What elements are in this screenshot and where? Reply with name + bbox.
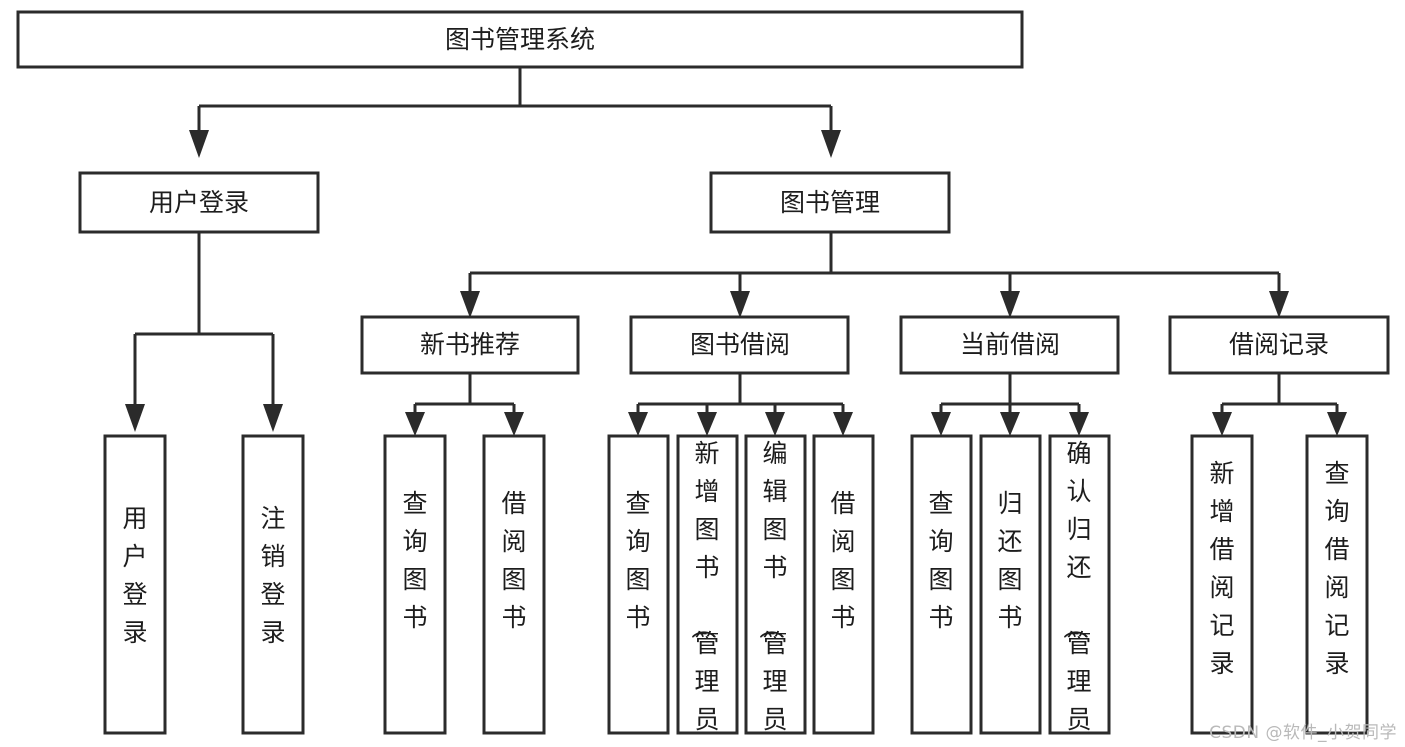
connector-group-user-login <box>125 232 283 432</box>
leaf-node[interactable]: 编辑图书（管理员） <box>744 434 807 747</box>
leaf-br-query-record-label: 查询借阅记录 <box>1324 459 1349 678</box>
node-current-borrow-box[interactable] <box>899 315 1120 375</box>
leaf-node[interactable]: 注销登录 <box>241 434 305 735</box>
leaf-cb-confirm-return-box[interactable] <box>1048 434 1111 735</box>
node-book-borrow-box[interactable] <box>629 315 850 375</box>
node-root-box[interactable] <box>16 10 1024 69</box>
node-user-login-label: 用户登录 <box>149 188 249 217</box>
leaf-logout-label: 注销登录 <box>260 504 285 647</box>
leaf-node[interactable]: 确认归还（管理员） <box>1048 434 1111 747</box>
node-current-borrow-label: 当前借阅 <box>960 330 1060 359</box>
leaf-nbr-query-book-label: 查询图书 <box>402 489 427 632</box>
arrow-head-leaf-user-login <box>125 404 145 432</box>
node-new-book-recommend-box[interactable] <box>360 315 580 375</box>
leaf-cb-query-book-box[interactable] <box>910 434 973 735</box>
node-root-system[interactable]: 图书管理系统 <box>16 10 1024 69</box>
arrow-head-br-leaf1 <box>1212 412 1232 436</box>
leaf-logout-box[interactable] <box>241 434 305 735</box>
leaf-bb-add-book-box[interactable] <box>676 434 739 735</box>
connector-group-current-borrow <box>931 373 1089 436</box>
leaf-bb-borrow-book-box[interactable] <box>812 434 875 735</box>
arrow-head-book-mgmt <box>821 130 841 158</box>
connector-group-borrow-record <box>1212 373 1347 436</box>
leaf-node[interactable]: 查询图书 <box>607 434 670 735</box>
arrow-head-nbr-leaf2 <box>504 412 524 436</box>
node-current-borrow[interactable]: 当前借阅 <box>899 315 1120 375</box>
leaf-bb-query-book-label: 查询图书 <box>625 489 650 632</box>
arrow-head-current-borrow <box>1000 291 1020 318</box>
leaf-cb-return-book-label: 归还图书 <box>997 489 1022 632</box>
arrow-head-bb-leaf2 <box>697 412 717 436</box>
leaf-bb-edit-book-box[interactable] <box>744 434 807 735</box>
leaf-node[interactable]: 新增图书（管理员） <box>676 434 739 747</box>
leaf-nbr-borrow-book-label: 借阅图书 <box>501 489 526 632</box>
leaf-node[interactable]: 查询图书 <box>910 434 973 735</box>
node-borrow-record-box[interactable] <box>1168 315 1390 375</box>
leaf-bb-edit-book-label: 编辑图书（管理员） <box>756 439 787 747</box>
arrow-head-new-book <box>460 291 480 318</box>
connector-group-root <box>189 67 841 158</box>
node-book-borrow-label: 图书借阅 <box>690 330 790 359</box>
arrow-head-leaf-logout <box>263 404 283 432</box>
leaf-nbr-borrow-book-box[interactable] <box>482 434 546 735</box>
node-user-login[interactable]: 用户登录 <box>78 171 320 234</box>
arrow-head-user-login <box>189 130 209 158</box>
leaf-node[interactable]: 借阅图书 <box>482 434 546 735</box>
leaf-user-login-box[interactable] <box>103 434 167 735</box>
leaf-nbr-query-book-box[interactable] <box>383 434 447 735</box>
arrow-head-bb-leaf4 <box>833 412 853 436</box>
leaf-br-query-record-box[interactable] <box>1305 434 1369 735</box>
leaf-user-login-label: 用户登录 <box>122 504 147 647</box>
node-book-borrow[interactable]: 图书借阅 <box>629 315 850 375</box>
arrow-head-book-borrow <box>730 291 750 318</box>
node-new-book-recommend-label: 新书推荐 <box>420 330 520 359</box>
arrow-head-cb-leaf2 <box>1000 412 1020 436</box>
leaf-cb-return-book-box[interactable] <box>979 434 1042 735</box>
connector-group-new-book-recommend <box>405 373 524 436</box>
connector-group-book-mgmt <box>460 232 1289 318</box>
arrow-head-cb-leaf1 <box>931 412 951 436</box>
node-new-book-recommend[interactable]: 新书推荐 <box>360 315 580 375</box>
arrow-head-bb-leaf1 <box>628 412 648 436</box>
node-borrow-record-label: 借阅记录 <box>1229 330 1329 359</box>
arrow-head-borrow-record <box>1269 291 1289 318</box>
arrow-head-cb-leaf3 <box>1069 412 1089 436</box>
node-book-management[interactable]: 图书管理 <box>709 171 951 234</box>
leaf-node[interactable]: 用户登录 <box>103 434 167 735</box>
leaf-br-add-record-label: 新增借阅记录 <box>1209 459 1234 678</box>
arrow-head-bb-leaf3 <box>765 412 785 436</box>
node-borrow-record[interactable]: 借阅记录 <box>1168 315 1390 375</box>
leaf-bb-query-book-box[interactable] <box>607 434 670 735</box>
node-root-label: 图书管理系统 <box>445 25 595 54</box>
arrow-head-nbr-leaf1 <box>405 412 425 436</box>
node-book-management-label: 图书管理 <box>780 188 880 217</box>
node-book-management-box[interactable] <box>709 171 951 234</box>
node-user-login-box[interactable] <box>78 171 320 234</box>
leaf-node[interactable]: 查询借阅记录 <box>1305 434 1369 735</box>
leaf-br-add-record-box[interactable] <box>1190 434 1254 735</box>
leaf-node[interactable]: 新增借阅记录 <box>1190 434 1254 735</box>
connector-group-book-borrow <box>628 373 853 436</box>
leaf-node[interactable]: 借阅图书 <box>812 434 875 735</box>
leaf-node[interactable]: 查询图书 <box>383 434 447 735</box>
leaf-cb-query-book-label: 查询图书 <box>928 489 953 632</box>
leaf-bb-borrow-book-label: 借阅图书 <box>830 489 855 632</box>
arrow-head-br-leaf2 <box>1327 412 1347 436</box>
leaf-node[interactable]: 归还图书 <box>979 434 1042 735</box>
leaf-cb-confirm-return-label: 确认归还（管理员） <box>1060 439 1091 747</box>
leaf-bb-add-book-label: 新增图书（管理员） <box>688 439 719 747</box>
